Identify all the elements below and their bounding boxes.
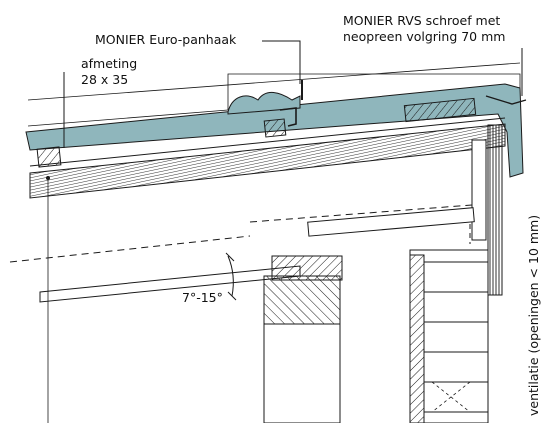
- roof-deck-layer: [29, 123, 506, 199]
- inner-wall: [263, 323, 341, 424]
- dashed-line-upper: [249, 204, 473, 223]
- angle-arc: [227, 255, 234, 297]
- angle-tick-top: [225, 252, 235, 262]
- label-schroef-line1: MONIER RVS schroef met: [343, 13, 501, 28]
- fascia-board: [487, 124, 503, 296]
- label-ventilatie: ventilatie (openingen < 10 mm): [526, 214, 541, 416]
- lower-beam: [307, 207, 475, 237]
- roof-deck-top-line: [29, 117, 506, 167]
- ridge-tile-profile: [227, 92, 301, 115]
- angle-tick-bottom: [227, 291, 237, 301]
- label-angle: 7°-15°: [182, 290, 223, 305]
- label-schroef-line2: neopreen volgring 70 mm: [343, 29, 506, 44]
- leader-panhaak: [262, 40, 301, 84]
- upper-outline-line-2: [27, 109, 229, 127]
- brick-wall: [409, 249, 489, 424]
- reference-dot: [46, 176, 50, 180]
- batten-small-left: [36, 146, 62, 168]
- dashed-line-lower: [9, 235, 251, 263]
- rafter-lower: [39, 265, 301, 303]
- wall-plate-bottom: [263, 275, 341, 325]
- panhaak-hook-icon: [279, 107, 297, 127]
- batten-top-right: [403, 97, 477, 123]
- rvs-screw-icon: [485, 95, 527, 105]
- fascia-batten: [471, 139, 487, 241]
- upper-outline-line: [27, 62, 521, 101]
- label-panhaak: MONIER Euro-panhaak: [95, 32, 237, 47]
- batten-small-mid: [263, 118, 287, 138]
- label-afmeting-line2: 28 x 35: [81, 72, 129, 87]
- label-afmeting-line1: afmeting: [81, 56, 138, 71]
